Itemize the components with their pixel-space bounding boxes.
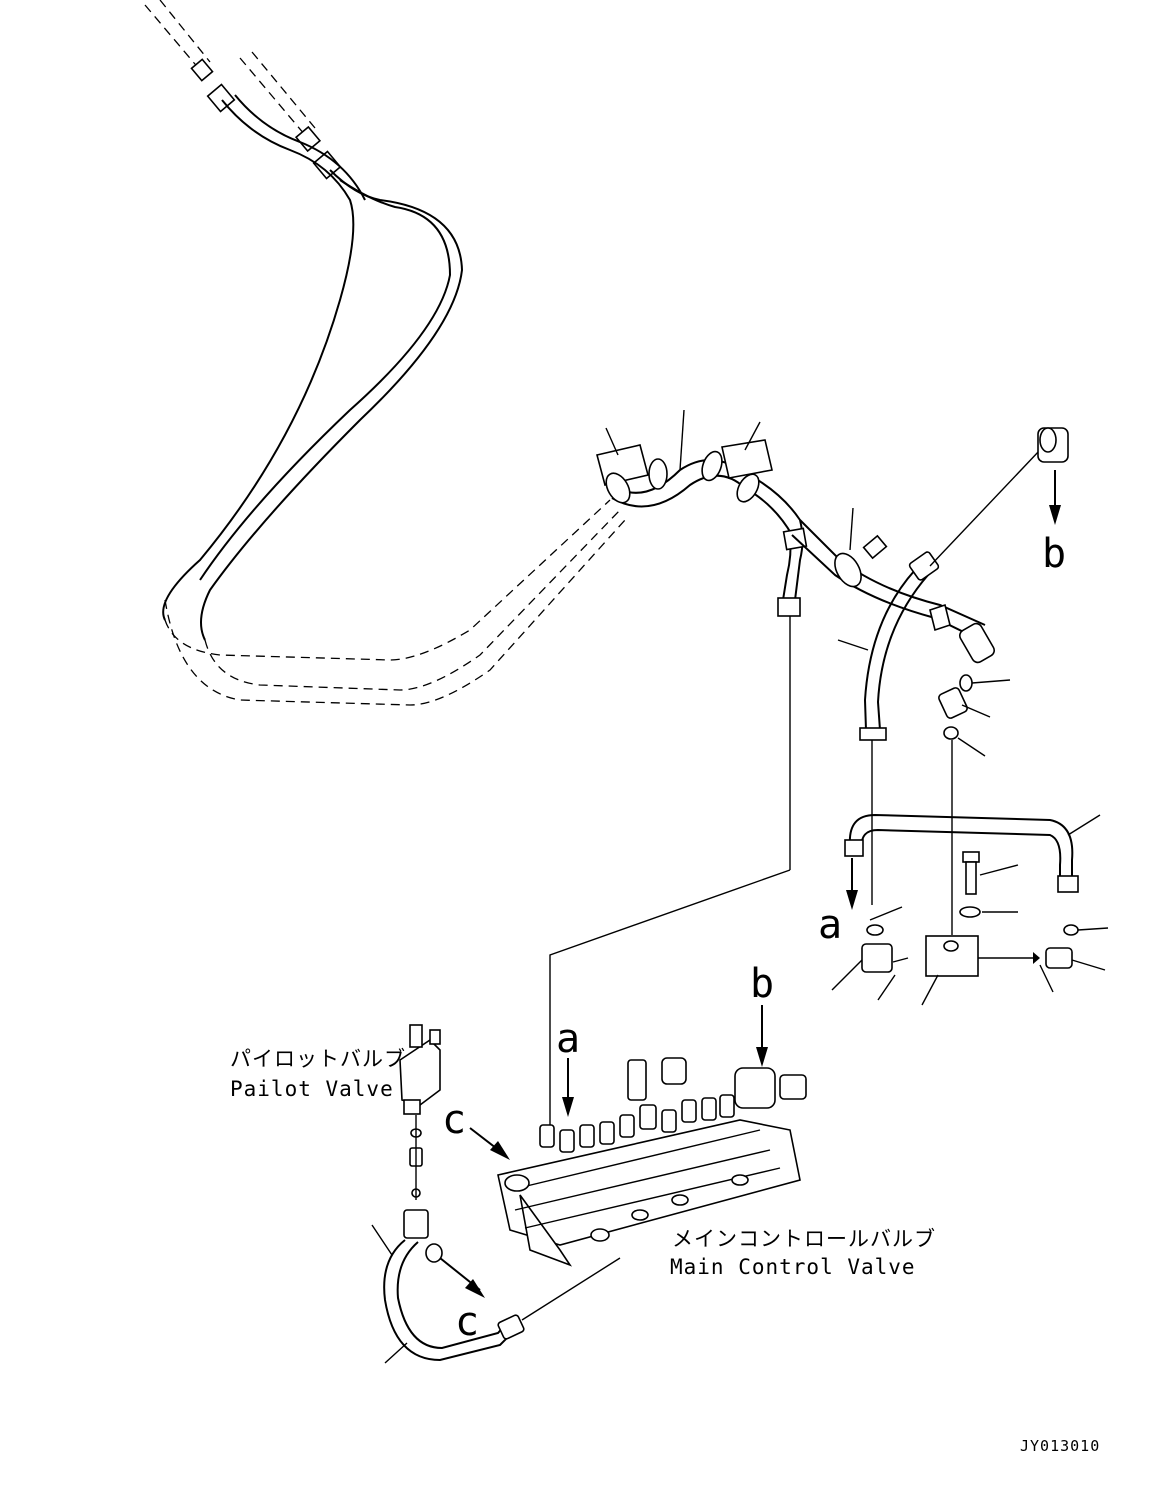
ref-b-top-arrow xyxy=(1049,470,1061,525)
ref-letter-a-valve: a xyxy=(556,1016,580,1062)
ref-letter-a-right: a xyxy=(818,902,842,948)
ref-letter-c-valve: c xyxy=(442,1097,466,1143)
center-clamped-hose xyxy=(596,409,995,870)
ref-b-valve-arrow xyxy=(756,1005,768,1067)
connection-line-a xyxy=(549,869,791,1130)
right-hose-group xyxy=(837,427,1069,905)
ref-letter-b-valve: b xyxy=(750,961,774,1007)
ref-letter-b-top: b xyxy=(1042,531,1066,577)
main-control-valve-body xyxy=(497,1057,807,1267)
upper-hose-loop xyxy=(144,0,626,706)
pilot-valve-label-en: Pailot Valve xyxy=(230,1077,394,1101)
ref-c-valve-arrow xyxy=(469,1127,510,1160)
main-control-valve-label-jp: メインコントロールバルブ xyxy=(672,1227,936,1251)
ref-letter-c-hose: c xyxy=(455,1299,479,1345)
pilot-valve-body xyxy=(371,1024,621,1364)
pilot-valve-label-jp: パイロットバルブ xyxy=(230,1047,406,1071)
fittings-cluster xyxy=(831,674,1109,1006)
ref-a-valve-arrow xyxy=(562,1058,574,1117)
drawing-code: JY013010 xyxy=(1020,1437,1100,1455)
main-control-valve-label-en: Main Control Valve xyxy=(670,1255,916,1279)
ref-a-right-arrow xyxy=(846,858,858,910)
